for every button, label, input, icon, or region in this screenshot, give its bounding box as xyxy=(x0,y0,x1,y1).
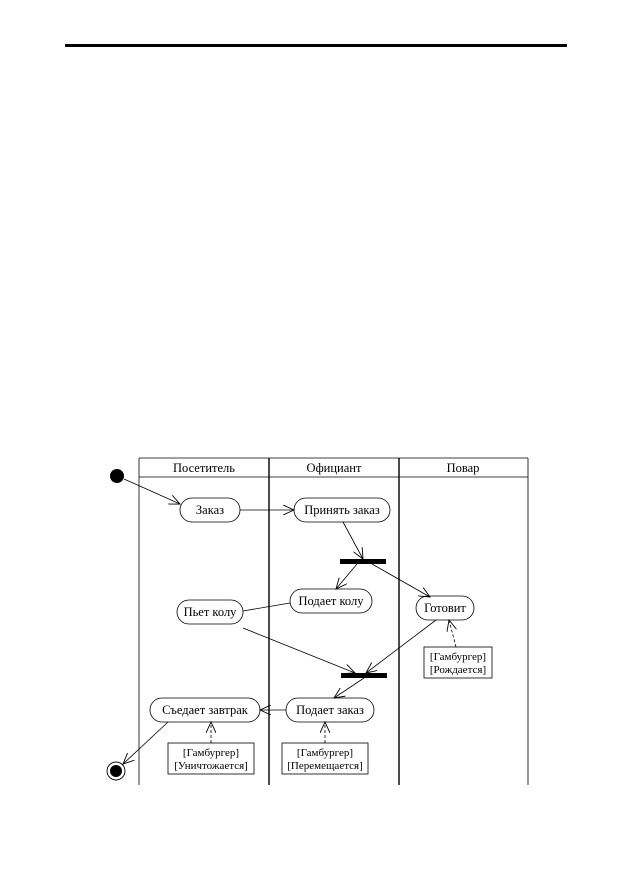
flow-join-to-serve-order xyxy=(334,677,365,698)
final-node xyxy=(106,761,126,781)
object-flows xyxy=(211,620,456,743)
flow-start-to-order xyxy=(123,478,180,504)
activity-cook-label: Готовит xyxy=(424,601,466,615)
activity-serve-cola: Подает колу xyxy=(289,588,373,614)
object-hamburger-born-line2: [Рождается] xyxy=(430,664,486,676)
flow-take-order-to-fork xyxy=(342,521,363,559)
activity-cook: Готовит xyxy=(415,595,475,621)
activity-serve-order: Подает заказ xyxy=(285,697,375,723)
activity-drink-cola: Пьет колу xyxy=(176,599,244,625)
object-hamburger-moved-line2: [Перемещается] xyxy=(287,760,363,772)
object-hamburger-destroyed-line1: [Гамбургер] xyxy=(183,747,239,759)
activity-take-order: Принять заказ xyxy=(293,497,391,523)
activity-order: Заказ xyxy=(179,497,241,523)
flow-eat-breakfast-to-end xyxy=(123,721,169,764)
flow-fork-to-cook xyxy=(371,563,430,597)
lane-title-waiter: Официант xyxy=(307,461,362,475)
activity-serve-cola-label: Подает колу xyxy=(299,594,365,608)
join-bar xyxy=(341,673,387,678)
activity-eat-breakfast-label: Съедает завтрак xyxy=(162,703,249,717)
object-hamburger-moved-line1: [Гамбургер] xyxy=(297,747,353,759)
activity-serve-order-label: Подает заказ xyxy=(296,703,364,717)
flow-drink-cola-to-join xyxy=(242,627,355,673)
lane-title-visitor: Посетитель xyxy=(173,461,235,475)
object-hamburger-moved: [Гамбургер] [Перемещается] xyxy=(281,742,369,775)
flow-cook-to-join xyxy=(366,619,437,673)
object-flow-born xyxy=(449,620,456,648)
activity-eat-breakfast: Съедает завтрак xyxy=(149,697,261,723)
flow-serve-cola-to-drink-cola xyxy=(242,602,291,612)
flow-fork-to-serve-cola xyxy=(336,563,358,589)
activity-drink-cola-label: Пьет колу xyxy=(184,605,238,619)
initial-node xyxy=(110,469,124,483)
object-hamburger-born-line1: [Гамбургер] xyxy=(430,651,486,663)
activity-order-label: Заказ xyxy=(196,503,224,517)
swimlanes xyxy=(138,457,529,785)
fork-bar xyxy=(340,559,386,564)
object-hamburger-destroyed-line2: [Уничтожается] xyxy=(174,760,248,772)
activity-take-order-label: Принять заказ xyxy=(304,503,380,517)
object-hamburger-born: [Гамбургер] [Рождается] xyxy=(423,646,493,679)
lane-title-cook: Повар xyxy=(447,461,480,475)
object-hamburger-destroyed: [Гамбургер] [Уничтожается] xyxy=(167,742,255,775)
control-flows xyxy=(123,478,437,764)
header-rule xyxy=(65,44,567,47)
